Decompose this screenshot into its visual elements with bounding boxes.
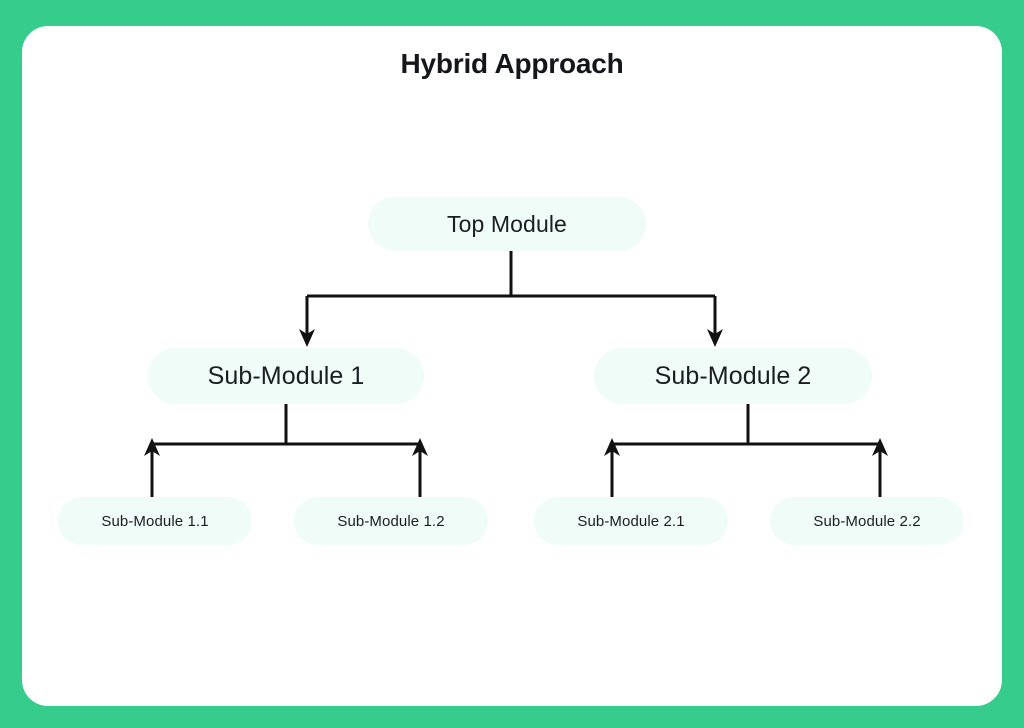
node-sub-module-1[interactable]: Sub-Module 1 bbox=[148, 348, 424, 404]
node-sub-module-1-2[interactable]: Sub-Module 1.2 bbox=[294, 497, 488, 545]
node-top-module[interactable]: Top Module bbox=[368, 197, 646, 251]
node-sub-module-1-1[interactable]: Sub-Module 1.1 bbox=[58, 497, 252, 545]
page-title: Hybrid Approach bbox=[400, 48, 624, 79]
node-sub-module-2-2[interactable]: Sub-Module 2.2 bbox=[770, 497, 964, 545]
node-sub-module-2[interactable]: Sub-Module 2 bbox=[594, 348, 872, 404]
node-sub-module-2-1[interactable]: Sub-Module 2.1 bbox=[534, 497, 728, 545]
